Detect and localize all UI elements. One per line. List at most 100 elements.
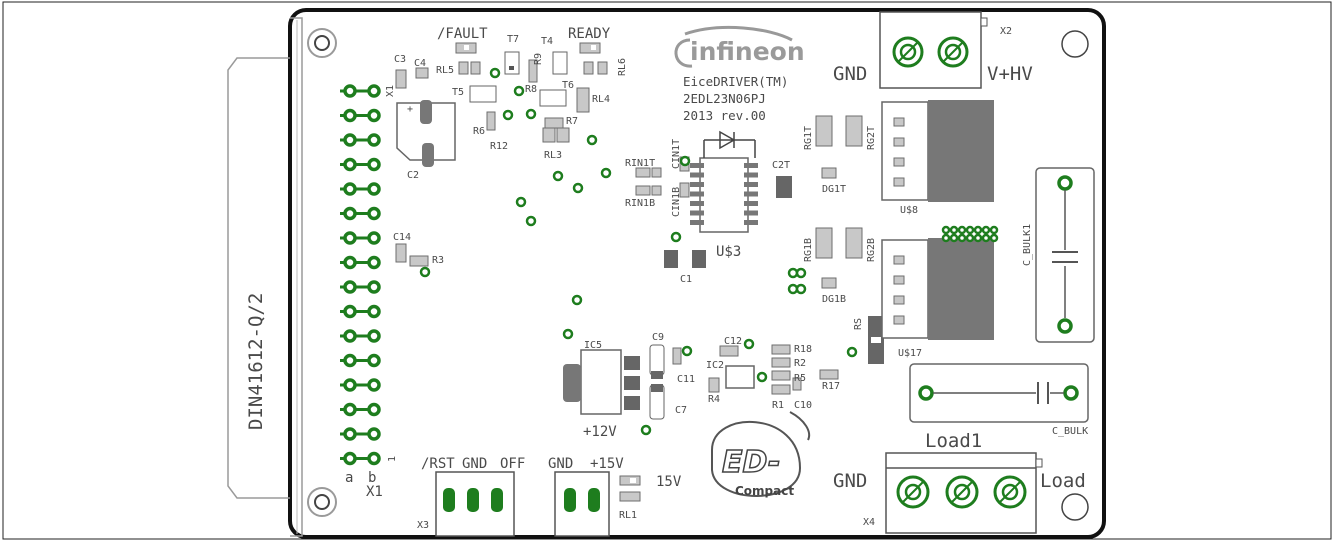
reset-logic — [708, 344, 839, 395]
ref-rg1t: RG1T — [803, 126, 814, 150]
ready-label: READY — [568, 26, 611, 42]
din-pin-a — [343, 108, 357, 123]
via — [846, 346, 858, 358]
bulk-cap-vertical — [1035, 167, 1095, 343]
thermal-via — [949, 225, 959, 235]
ref-c3: C3 — [394, 54, 406, 65]
din-pin-a — [343, 304, 357, 319]
ref-c2t: C2T — [772, 160, 790, 171]
ref-dg1t: DG1T — [822, 184, 846, 195]
ref-t6: T6 — [562, 80, 574, 91]
terminal-x2: X2 GND V+HV — [833, 11, 1033, 89]
x3-off-label: OFF — [500, 456, 525, 472]
ic-pin — [690, 220, 704, 225]
thermal-via — [957, 233, 967, 243]
thermal-via — [973, 225, 983, 235]
ref-r12: R12 — [490, 141, 508, 152]
din-pin-a — [343, 255, 357, 270]
thermal-via — [989, 225, 999, 235]
mosfet-bottom — [881, 225, 999, 340]
din-connector: DIN41612-Q/2 X1 a b 1 — [227, 17, 398, 537]
ref-u17: U$17 — [898, 348, 922, 359]
din-pin-a — [343, 402, 357, 417]
ref-rs: RS — [853, 318, 864, 330]
ref-r9: R9 — [533, 53, 544, 65]
din-pin-a — [343, 427, 357, 441]
din-pin-b — [367, 280, 381, 294]
ref-rl3: RL3 — [544, 150, 562, 161]
badge-bottom: Compact — [735, 484, 794, 498]
din-pin-a — [343, 206, 357, 221]
ic-pin — [690, 182, 704, 187]
din-pin-a — [343, 329, 357, 343]
ref-r17: R17 — [822, 381, 840, 392]
x4-title: Load1 — [925, 430, 982, 452]
supply-12v: +12V — [583, 424, 617, 440]
ic-pin — [744, 210, 758, 216]
ref-rin1t: RIN1T — [625, 158, 655, 169]
ref-rl6: RL6 — [617, 58, 628, 76]
fault-label: /FAULT — [437, 26, 488, 42]
p15-gnd-label: GND — [548, 456, 573, 472]
ref-rin1b: RIN1B — [625, 198, 655, 209]
designator-layer: C3 C4 RL5 T7 R9 T4 RL6 T5 R8 T6 RL4 R6 R… — [385, 34, 1088, 437]
gate-network — [815, 115, 884, 364]
din-pin-b — [367, 451, 381, 466]
via — [670, 231, 682, 243]
ref-ic5: IC5 — [584, 340, 602, 351]
revision: 2013 rev.00 — [683, 108, 766, 123]
via — [419, 266, 431, 278]
ref-rl5: RL5 — [436, 65, 454, 76]
ic-pin — [690, 163, 704, 168]
via — [552, 170, 564, 182]
thermal-via — [981, 225, 991, 235]
ref-t5: T5 — [452, 87, 464, 98]
ref-c1: C1 — [680, 274, 692, 285]
terminal-x3: /RST GND OFF X3 — [417, 456, 525, 537]
din-pin-a — [343, 231, 357, 245]
gate-driver-ic — [635, 130, 792, 268]
ref-rg2t: RG2T — [866, 126, 877, 150]
thermal-via — [965, 233, 975, 243]
via-layer — [419, 67, 858, 436]
connector-ref: X1 — [366, 484, 383, 500]
din-pin-b — [367, 255, 381, 270]
thermal-via — [973, 233, 983, 243]
din-pin-a — [343, 84, 357, 98]
ic-pin — [744, 163, 758, 168]
ref-cbulk: C_BULK — [1052, 426, 1088, 437]
ref-r1: R1 — [772, 400, 784, 411]
thermal-via — [941, 225, 951, 235]
product-name: EiceDRIVER(TM) — [683, 74, 788, 89]
ref-cin1b: CIN1B — [671, 187, 682, 217]
ref-ic2: IC2 — [706, 360, 724, 371]
connector-name: DIN41612-Q/2 — [245, 293, 267, 430]
din-pin-b — [367, 353, 381, 368]
ref-r2: R2 — [794, 358, 806, 369]
p15-led-label: 15V — [656, 474, 682, 490]
via — [489, 67, 501, 79]
din-pin-a — [343, 378, 357, 392]
din-pin-b — [367, 231, 381, 245]
ref-c4: C4 — [414, 58, 426, 69]
row-a-label: a — [345, 470, 353, 486]
p15-rl-label: RL1 — [619, 510, 637, 521]
via — [502, 109, 514, 121]
x2-gnd-label: GND — [833, 63, 867, 85]
via — [795, 283, 807, 295]
bulk-cap-horizontal — [909, 363, 1089, 423]
p15-v-label: +15V — [590, 456, 624, 472]
ref-u8: U$8 — [900, 205, 918, 216]
ic-pin — [744, 172, 758, 178]
ref-t7: T7 — [507, 34, 519, 45]
ref-rg1b: RG1B — [803, 238, 814, 262]
small-component-layer: + — [395, 51, 608, 267]
x4-gnd-label: GND — [833, 470, 867, 492]
x3-ref: X3 — [417, 520, 429, 531]
ref-c12: C12 — [724, 336, 742, 347]
din-pin-b — [367, 402, 381, 417]
din-pin-b — [367, 206, 381, 221]
din-pin-b — [367, 133, 381, 147]
din-pin-a — [343, 451, 357, 466]
ref-t4: T4 — [541, 36, 553, 47]
